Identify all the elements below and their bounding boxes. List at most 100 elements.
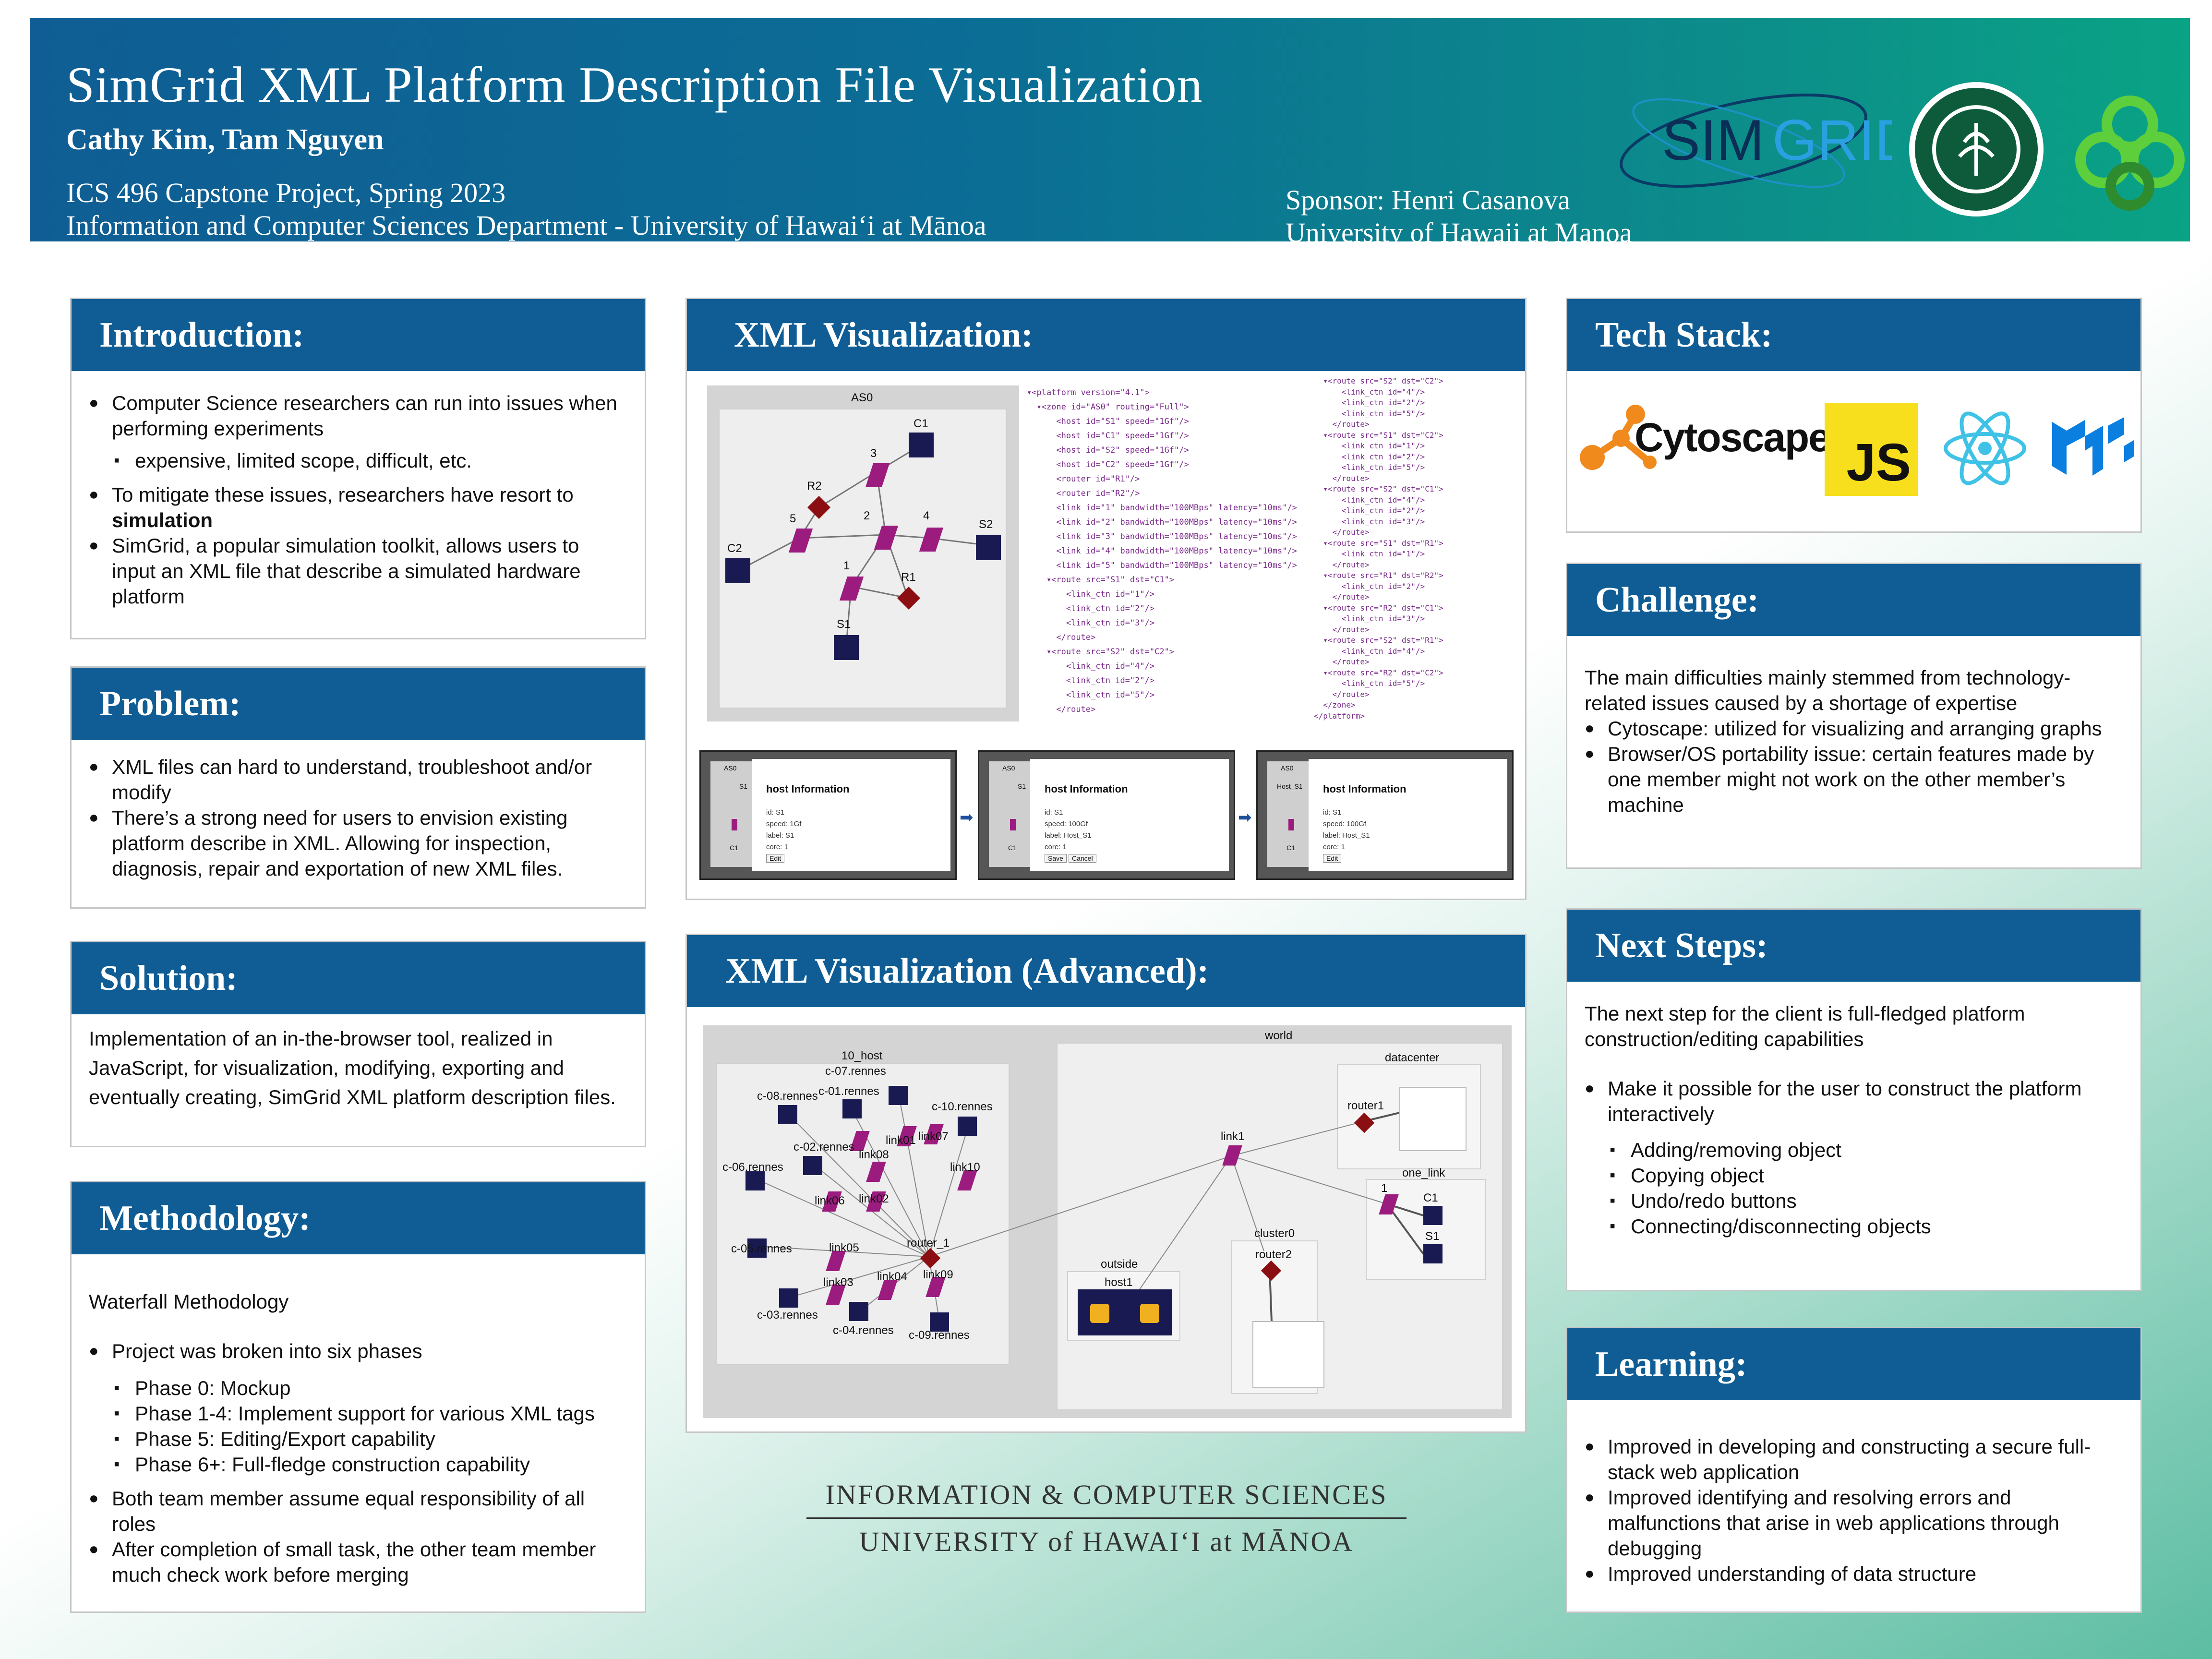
node-label: 5 [790,512,796,525]
simgrid-logo-text-b: GRID [1772,108,1892,172]
poster-authors: Cathy Kim, Tam Nguyen [66,123,384,156]
edit-step-2-screenshot: AS0 S1 C1 host Information id: S1 speed:… [978,750,1235,880]
shot-link-node [1288,819,1294,830]
intro-sub-bullet: expensive, limited scope, difficult, etc… [112,448,627,473]
intro-bullet-1: Computer Science researchers can run int… [89,390,627,473]
solution-text: Implementation of an in-the-browser tool… [89,1027,616,1108]
node-label: c-01.rennes [818,1085,879,1098]
zone-label: AS0 [851,391,873,404]
host-node[interactable] [849,1302,868,1321]
node-label: link06 [815,1194,845,1207]
host-node-s2[interactable] [976,535,1001,560]
xml-code-line: <host id="C1" speed="1Gf"/> [1027,431,1189,441]
xml-code-line: ▾<route src="S2" dst="C1"> [1314,484,1443,493]
node-label: link02 [859,1192,889,1205]
challenge-intro: The main difficulties mainly stemmed fro… [1585,666,2071,714]
intro-bold-word: simulation [112,509,213,531]
node-label: c-05.rennes [731,1242,792,1255]
methodology-intro: Waterfall Methodology [89,1290,289,1313]
shot-side-label-a: S1 [1018,782,1026,790]
host-node[interactable] [930,1312,949,1332]
xml-code-line: <link_ctn id="1"/> [1027,589,1155,599]
node-label: link03 [823,1276,854,1289]
sponsor-line-1: Sponsor: Henri Casanova [1286,184,1570,216]
cancel-button[interactable]: Cancel [1069,854,1096,863]
host-node-c1[interactable] [1423,1206,1443,1225]
advanced-graph-canvas[interactable]: world 10_host datacenter one_link cluste… [703,1025,1512,1418]
host-node[interactable] [958,1117,977,1136]
course-line-2: Information and Computer Sciences Depart… [66,210,986,241]
edit-button[interactable]: Edit [766,854,785,863]
host-info-title: host Information [766,783,850,795]
node-label: 1 [843,559,850,572]
xml-code-line: ▾<route src="S1" dst="C1"> [1027,575,1175,585]
xml-code-line: <host id="S1" speed="1Gf"/> [1027,417,1189,426]
graph-canvas[interactable]: AS0 C1 R2 3 5 2 4 S2 C2 1 R1 [707,385,1019,721]
xml-code-line: ▾<route src="S1" dst="R1"> [1314,538,1443,548]
methodology-panel: Methodology: Waterfall Methodology Proje… [70,1181,646,1613]
methodology-bullet-2: Both team member assume equal responsibi… [89,1486,627,1537]
learning-title: Learning: [1567,1328,2140,1400]
host-node[interactable] [747,1238,767,1258]
host-node[interactable] [842,1099,862,1118]
xml-code-line: ▾<route src="S1" dst="C2"> [1314,430,1443,440]
xml-code-line: </route> [1027,633,1096,642]
shot-side-label-b: C1 [1008,844,1017,852]
xml-code-line: ▾<route src="S2" dst="C2"> [1314,376,1443,385]
challenge-bullet-2: Browser/OS portability issue: certain fe… [1585,741,2123,817]
edit-button[interactable]: Edit [1323,854,1342,863]
course-info: ICS 496 Capstone Project, Spring 2023 In… [66,177,986,242]
xml-code-line: <link_ctn id="1"/> [1314,549,1425,558]
host-node-c1[interactable] [909,433,934,457]
xml-code-line: <link_ctn id="3"/> [1027,618,1155,628]
host1-node[interactable] [1078,1289,1172,1335]
xml-advanced-title: XML Visualization (Advanced): [687,935,1525,1007]
host-node-s1[interactable] [1423,1244,1443,1263]
problem-bullet-1: XML files can hard to understand, troubl… [89,754,627,805]
host-info-card-updated: host Information id: S1 speed: 100Gf lab… [1309,759,1507,871]
datacenter-cluster-icon [1399,1087,1467,1151]
host-info-fields: id: S1 speed: 1Gf label: S1 core: 1 [766,808,802,851]
zone-label: datacenter [1385,1051,1440,1064]
xml-code-line: </route> [1314,420,1370,429]
host-node[interactable] [803,1156,822,1175]
shot-zone-label: AS0 [1281,764,1294,772]
host-info-edit-fields[interactable]: id: S1 speed: 100Gf label: Host_S1 core:… [1045,808,1092,851]
node-label: 4 [923,509,930,522]
ics-footer-logo: INFORMATION & COMPUTER SCIENCES UNIVERSI… [806,1479,1407,1558]
shot-side-panel: AS0 S1 C1 [989,761,1030,867]
node-label: S1 [837,618,851,631]
phase-item: Phase 1-4: Implement support for various… [112,1401,627,1426]
cytoscape-logo-icon [1580,405,1657,470]
simgrid-logo-text-a: SIM [1662,108,1764,172]
xml-advanced-panel: XML Visualization (Advanced): world 10_h… [685,934,1527,1433]
xml-code-line: ▾<route src="R2" dst="C1"> [1314,603,1443,613]
solution-title: Solution: [72,942,645,1014]
node-label: link05 [829,1241,859,1254]
xml-code-line: </route> [1314,689,1370,699]
xml-code-right: ▾<route src="S2" dst="C2"> <link_ctn id=… [1314,376,1443,721]
xml-code-line: <link_ctn id="4"/> [1314,646,1425,656]
methodology-bullet-3: After completion of small task, the othe… [89,1537,627,1587]
host-node[interactable] [745,1171,765,1190]
next-steps-intro: The next step for the client is full-fle… [1585,1002,2025,1050]
learning-panel: Learning: Improved in developing and con… [1566,1327,2142,1613]
xml-code-line: <router id="R1"/> [1027,474,1140,484]
arrow-right-icon: ➡ [960,808,974,827]
host-node[interactable] [779,1288,798,1308]
node-label: c-06.rennes [722,1161,783,1174]
node-label: 1 [1381,1182,1388,1195]
node-label: c-09.rennes [909,1329,970,1342]
save-button[interactable]: Save [1045,854,1067,863]
node-label: S1 [1425,1230,1440,1243]
xml-code-line: ▾<route src="S2" dst="C2"> [1027,647,1175,657]
host-node-s1[interactable] [834,635,859,660]
methodology-title: Methodology: [72,1182,645,1254]
host-node-c2[interactable] [725,558,750,583]
xml-code-line: <link_ctn id="5"/> [1314,463,1425,472]
node-label: C2 [727,542,742,555]
host-node[interactable] [889,1086,908,1105]
xml-code-line: <link_ctn id="4"/> [1314,495,1425,505]
host-node[interactable] [778,1105,797,1124]
edit-step-3-screenshot: AS0 Host_S1 C1 host Information id: S1 s… [1256,750,1514,880]
